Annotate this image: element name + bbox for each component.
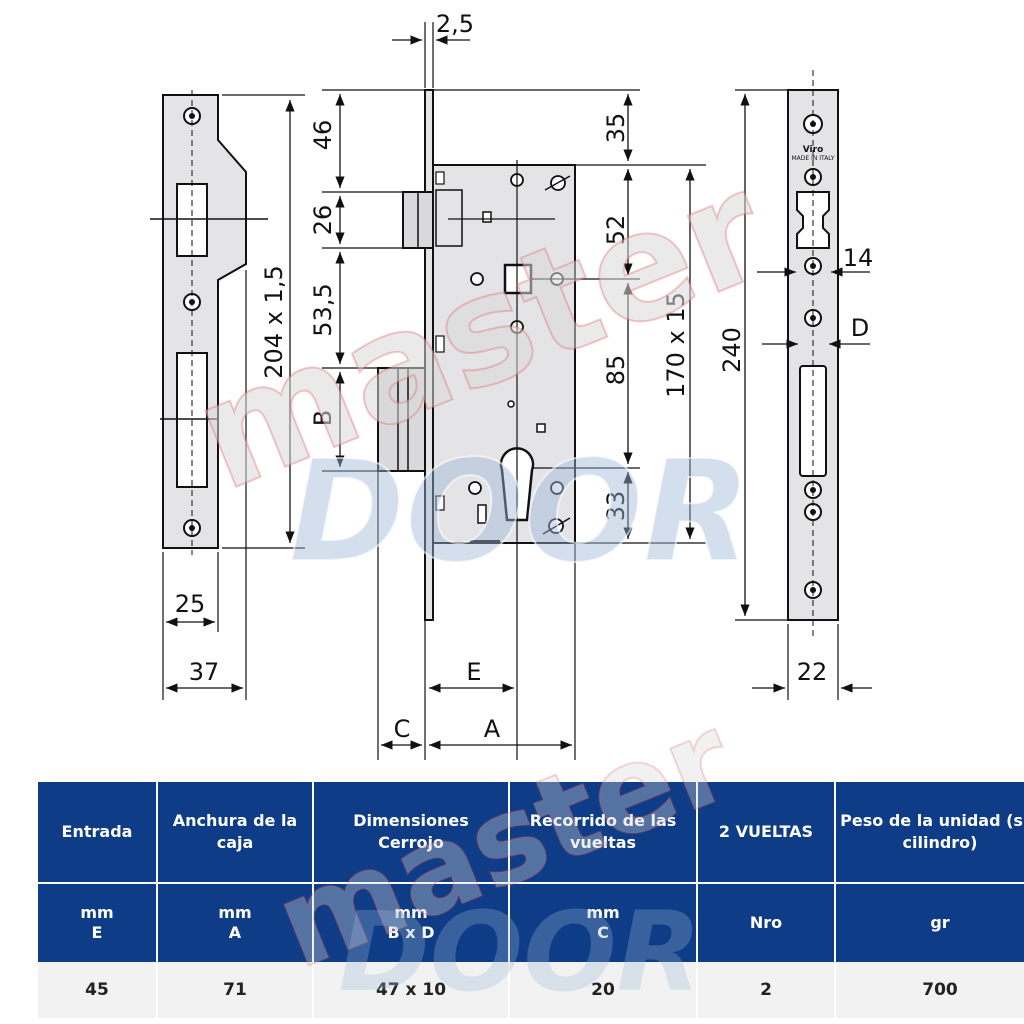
gap-top-label: 2,5	[436, 10, 474, 38]
lock-technical-drawing: 204 x 1,5 25 37	[150, 10, 874, 760]
value-cell: 2	[697, 962, 836, 1018]
bolt-depth-label: D	[851, 314, 869, 342]
plate-width-label: 22	[797, 658, 828, 686]
value-cell: 20	[509, 962, 698, 1018]
header-cell: Entrada	[38, 782, 158, 883]
made-in-label: MADE IN ITALY	[791, 155, 834, 162]
latch-height-label: 26	[309, 205, 337, 236]
table-values-row: 45 71 47 x 10 20 2 700	[38, 962, 1024, 1018]
header-cell: Anchura de la caja	[157, 782, 314, 883]
slot-width-label: 14	[843, 244, 874, 272]
faceplate-height-label: 204 x 1,5	[260, 265, 288, 378]
unit-cell: Nro	[697, 882, 836, 962]
lock-body	[377, 89, 576, 760]
faceplate-width-outer-label: 37	[189, 658, 220, 686]
value-cell: 47 x 10	[313, 962, 510, 1018]
bolt-throw-label: C	[394, 715, 411, 743]
value-cell: 700	[835, 962, 1024, 1018]
header-cell: Peso de la unidad (sin cilindro)	[835, 782, 1024, 883]
plate-length-label: 240	[718, 327, 746, 373]
unit-cell: gr	[835, 882, 1024, 962]
strike-plate	[150, 90, 268, 555]
front-plate: Viro MADE IN ITALY	[787, 70, 839, 640]
backset-label: E	[466, 658, 481, 686]
faceplate-width-inner-label: 25	[175, 590, 206, 618]
value-cell: 45	[38, 962, 158, 1018]
center-distance-label: 85	[602, 355, 630, 386]
bolt-height-label: B	[309, 410, 337, 426]
spec-table: Entrada Anchura de la caja Dimensiones C…	[38, 782, 1024, 1018]
box-height-label: 170 x 15	[662, 292, 690, 398]
header-cell: Recorrido de las vueltas	[509, 782, 698, 883]
header-cell: Dimensiones Cerrojo	[313, 782, 510, 883]
latch-to-bolt-label: 53,5	[309, 283, 337, 336]
cylinder-bottom-label: 33	[602, 491, 630, 522]
top-offset-label: 46	[309, 120, 337, 151]
header-cell: 2 VUELTAS	[697, 782, 836, 883]
box-top-label: 35	[602, 113, 630, 144]
value-cell: 71	[157, 962, 314, 1018]
table-header-row: Entrada Anchura de la caja Dimensiones C…	[38, 782, 1024, 883]
spindle-offset-label: 52	[602, 215, 630, 246]
case-width-label: A	[484, 715, 501, 743]
